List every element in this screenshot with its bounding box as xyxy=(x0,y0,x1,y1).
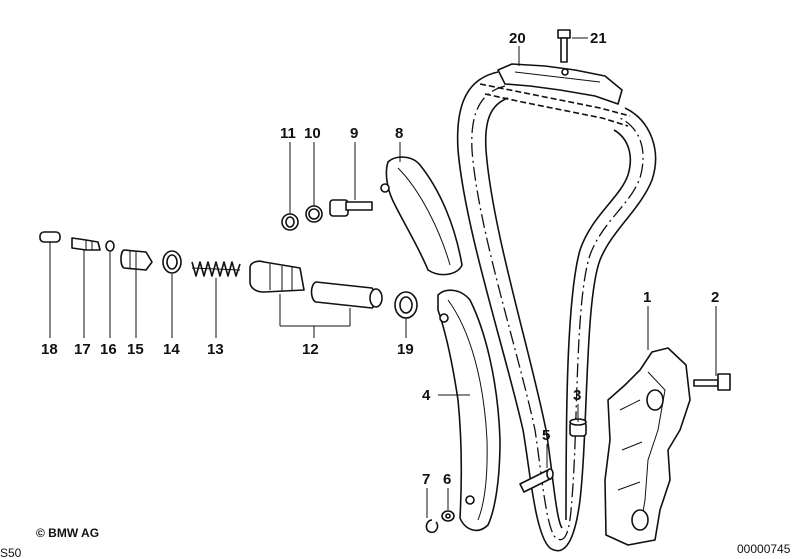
callout-3: 3 xyxy=(573,387,581,404)
callout-5: 5 xyxy=(542,427,550,444)
callout-1: 1 xyxy=(643,289,651,306)
bushing xyxy=(569,418,587,437)
ring xyxy=(281,213,299,231)
bracket-bolt xyxy=(693,373,731,391)
callout-14: 14 xyxy=(163,341,180,358)
callout-21: 21 xyxy=(590,30,607,47)
upper-chain-guide xyxy=(497,63,623,105)
callout-12: 12 xyxy=(302,341,319,358)
guide-rail xyxy=(437,289,501,532)
callouts: 1 2 3 4 5 6 7 8 9 10 11 12 13 14 15 16 1… xyxy=(41,30,719,488)
callout-8: 8 xyxy=(395,125,403,142)
tensioner-body xyxy=(249,260,305,293)
tensioner-piston xyxy=(310,281,383,309)
callout-15: 15 xyxy=(127,341,144,358)
callout-16: 16 xyxy=(100,341,117,358)
callout-6: 6 xyxy=(443,471,451,488)
valve xyxy=(71,237,101,251)
guide-bolt xyxy=(557,29,571,63)
timing-chain xyxy=(456,71,657,552)
model-code-label: S50 xyxy=(0,546,22,559)
callout-2: 2 xyxy=(711,289,719,306)
callout-17: 17 xyxy=(74,341,91,358)
callout-10: 10 xyxy=(304,125,321,142)
callout-19: 19 xyxy=(397,341,414,358)
callout-11: 11 xyxy=(280,125,296,142)
callout-9: 9 xyxy=(350,125,358,142)
screw-plug xyxy=(120,249,153,271)
copyright-label: © BMW AG xyxy=(36,526,99,540)
circlip xyxy=(425,519,439,534)
o-ring xyxy=(305,205,323,223)
pin xyxy=(519,468,554,493)
callout-20: 20 xyxy=(509,30,526,47)
guide-ring xyxy=(394,291,418,319)
drawing-number-label: 00000745 xyxy=(737,542,791,556)
callout-4: 4 xyxy=(422,387,431,404)
callout-18: 18 xyxy=(41,341,58,358)
chain-bracket xyxy=(604,347,691,546)
leader-lines xyxy=(49,37,717,518)
tensioner-rail xyxy=(380,156,463,276)
spring xyxy=(191,261,241,277)
sealing-ring xyxy=(162,250,182,274)
small-ring xyxy=(105,240,115,252)
callout-7: 7 xyxy=(422,471,430,488)
tensioner-pin xyxy=(329,199,373,217)
callout-13: 13 xyxy=(207,341,224,358)
washer xyxy=(441,510,455,522)
sleeve xyxy=(39,231,61,243)
